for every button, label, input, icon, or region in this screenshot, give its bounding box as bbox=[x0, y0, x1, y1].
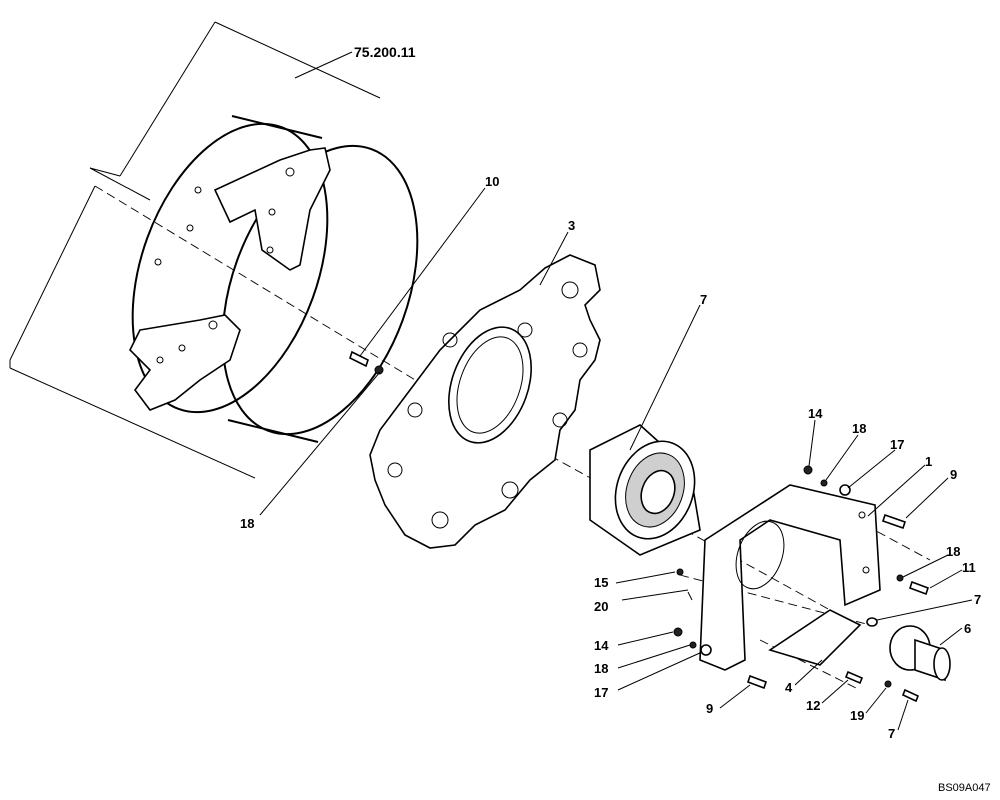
nut-14-bottom bbox=[673, 627, 683, 637]
callout-9-bottom: 9 bbox=[706, 701, 713, 716]
callout-14-bottom: 14 bbox=[594, 638, 609, 653]
callout-18-right: 18 bbox=[946, 544, 960, 559]
callout-7-right: 7 bbox=[974, 592, 981, 607]
callout-17-bottom: 17 bbox=[594, 685, 608, 700]
drawing-code: BS09A047 bbox=[938, 782, 991, 794]
cover-plate bbox=[768, 609, 862, 666]
callout-1: 1 bbox=[925, 454, 932, 469]
nut-14-top bbox=[803, 465, 813, 475]
drum-shell bbox=[129, 115, 419, 443]
washer-18-right bbox=[896, 574, 904, 582]
callout-14-top: 14 bbox=[808, 406, 823, 421]
hydraulic-motor bbox=[589, 424, 701, 556]
callout-7-motor: 7 bbox=[700, 292, 707, 307]
callout-15: 15 bbox=[594, 575, 608, 590]
callout-7-bottom: 7 bbox=[888, 726, 895, 741]
flange-plate bbox=[369, 254, 601, 549]
reference-label: 75.200.11 bbox=[354, 44, 416, 60]
o-ring-7-right bbox=[866, 617, 878, 627]
nut-15 bbox=[676, 568, 684, 576]
callout-10: 10 bbox=[485, 174, 499, 189]
drum-spoke-bracket-lower bbox=[129, 314, 241, 411]
callout-18-left: 18 bbox=[240, 516, 254, 531]
drum-reference-frame bbox=[9, 21, 381, 479]
washer-17-top bbox=[839, 484, 851, 496]
callout-19: 19 bbox=[850, 708, 864, 723]
callout-3: 3 bbox=[568, 218, 575, 233]
washer-18-left bbox=[374, 365, 384, 375]
bolt-9-bottom bbox=[746, 674, 768, 690]
bolt-10 bbox=[349, 350, 369, 368]
callout-6: 6 bbox=[964, 621, 971, 636]
callout-20: 20 bbox=[594, 599, 608, 614]
callout-11: 11 bbox=[962, 560, 976, 575]
callout-4: 4 bbox=[785, 680, 793, 695]
pin-20 bbox=[687, 591, 693, 601]
bolt-7-bottom bbox=[901, 688, 920, 703]
leader-lines bbox=[259, 51, 973, 731]
sensor bbox=[889, 625, 951, 682]
washer-18-bottom bbox=[689, 641, 697, 649]
hardware bbox=[349, 350, 930, 703]
washer-19 bbox=[884, 680, 892, 688]
bolt-11 bbox=[908, 580, 930, 596]
callout-9-right: 9 bbox=[950, 467, 957, 482]
bolt-9-right bbox=[881, 513, 907, 530]
callout-18-top: 18 bbox=[852, 421, 866, 436]
mounting-bracket bbox=[699, 484, 881, 671]
washer-17-bottom bbox=[700, 644, 712, 656]
washer-18-top bbox=[820, 479, 828, 487]
bolt-12 bbox=[844, 670, 864, 685]
callout-17-top: 17 bbox=[890, 437, 904, 452]
callout-18-bottom: 18 bbox=[594, 661, 608, 676]
callout-12: 12 bbox=[806, 698, 820, 713]
